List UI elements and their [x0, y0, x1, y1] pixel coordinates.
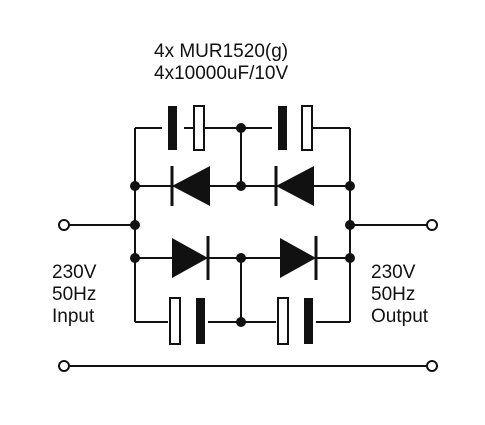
- capacitor-top-left: [162, 105, 205, 151]
- junction-dot: [236, 317, 246, 327]
- input-caption: Input: [52, 306, 95, 327]
- component-label-line2: 4x10000uF/10V: [154, 63, 289, 84]
- output-frequency: 50Hz: [371, 284, 416, 305]
- component-label-line1: 4x MUR1520(g): [154, 41, 289, 62]
- junction-dot: [345, 181, 355, 191]
- junction-dot: [130, 220, 140, 230]
- junction-dot: [236, 253, 246, 263]
- junction-dot: [130, 181, 140, 191]
- diode-lower-left: [172, 236, 210, 280]
- output-terminal-bottom: [426, 360, 438, 372]
- component-labels: 4x MUR1520(g) 4x10000uF/10V: [154, 41, 288, 85]
- junction-dot: [236, 123, 246, 133]
- output-caption: Output: [371, 306, 429, 327]
- input-terminal-bottom: [58, 360, 70, 372]
- capacitor-top-right: [272, 105, 313, 151]
- output-label: 230V 50Hz Output: [371, 262, 428, 328]
- capacitor-bottom-right: [276, 297, 316, 345]
- input-terminal-top: [58, 219, 70, 231]
- input-label: 230V 50Hz Input: [52, 262, 96, 328]
- junction-dot: [236, 181, 246, 191]
- input-voltage: 230V: [52, 262, 97, 283]
- junction-dot: [345, 220, 355, 230]
- output-terminal-top: [426, 219, 438, 231]
- junction-dot: [345, 253, 355, 263]
- diode-upper-right: [274, 166, 314, 206]
- output-voltage: 230V: [371, 262, 416, 283]
- junction-dot: [130, 253, 140, 263]
- diode-lower-right: [280, 236, 318, 280]
- diode-upper-left: [170, 166, 210, 206]
- input-frequency: 50Hz: [52, 284, 97, 305]
- capacitor-bottom-left: [168, 297, 208, 345]
